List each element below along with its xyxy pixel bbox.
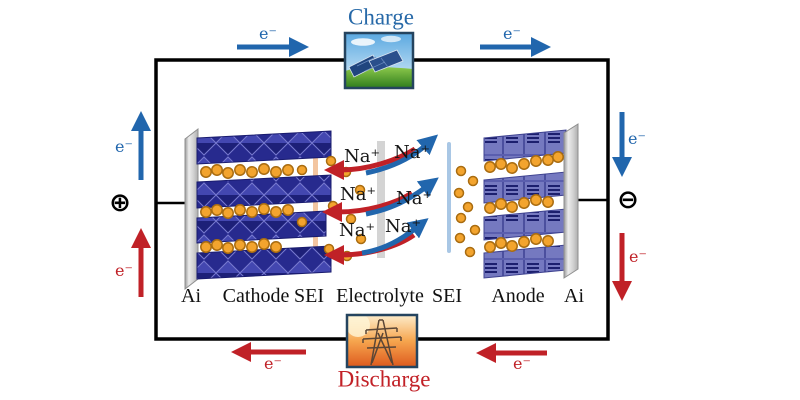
ion-arrow-discharge-2 [322, 190, 414, 222]
sodium-ion-label-1-right: Na⁺ [394, 142, 430, 163]
separator [377, 141, 385, 258]
discharge-label: Discharge [337, 366, 431, 392]
cathode-label: Cathode [222, 285, 290, 307]
transmission-tower-image [345, 313, 419, 369]
sodium-ion-label-3-left: Na⁺ [339, 220, 375, 241]
electrolyte-label: Electrolyte [336, 285, 424, 307]
ion-migration-arrows [322, 134, 439, 265]
anode-label: Anode [491, 285, 545, 307]
sei-layer-anode [447, 142, 451, 253]
sodium-ion-label-3-right: Na⁺ [385, 216, 421, 237]
sodium-ion-label-1-left: Na⁺ [344, 146, 380, 167]
cathode-layers [196, 130, 332, 280]
sei-cathode-label: SEI [294, 285, 324, 307]
cathode-collector-label: Ai [181, 285, 201, 307]
electron-label-right-charge: e⁻ [628, 129, 646, 148]
cathode-structure [184, 127, 332, 291]
positive-terminal-icon: ⊕ [109, 188, 131, 218]
charge-label: Charge [347, 4, 415, 30]
electron-label-bottom-right: e⁻ [513, 354, 531, 373]
ion-arrow-discharge-1 [324, 146, 417, 180]
sei-anode-label: SEI [432, 285, 462, 307]
sodium-ion-label-2-left: Na⁺ [340, 184, 376, 205]
anode-layers [483, 129, 567, 279]
electron-label-left-discharge: e⁻ [115, 261, 133, 280]
electron-label-bottom-left: e⁻ [264, 354, 282, 373]
electron-label-left-charge: e⁻ [115, 137, 133, 156]
charge-electron-arrows [131, 37, 632, 180]
electron-label-top-left: e⁻ [259, 24, 277, 43]
electron-label-top-right: e⁻ [503, 24, 521, 43]
sodium-ion-label-2-right: Na⁺ [396, 188, 432, 209]
ion-arrow-charge-2 [365, 177, 439, 217]
anode-collector-label: Ai [564, 285, 584, 307]
electron-label-right-discharge: e⁻ [629, 247, 647, 266]
anode-structure [483, 123, 579, 279]
solar-panel-image [343, 31, 415, 90]
discharge-electron-arrows [131, 228, 632, 363]
cathode-current-collector [184, 127, 199, 291]
negative-terminal-icon: ⊖ [617, 185, 639, 215]
ion-arrow-charge-1 [365, 134, 439, 176]
ion-arrow-charge-3 [361, 218, 429, 256]
anode-current-collector [563, 123, 579, 279]
